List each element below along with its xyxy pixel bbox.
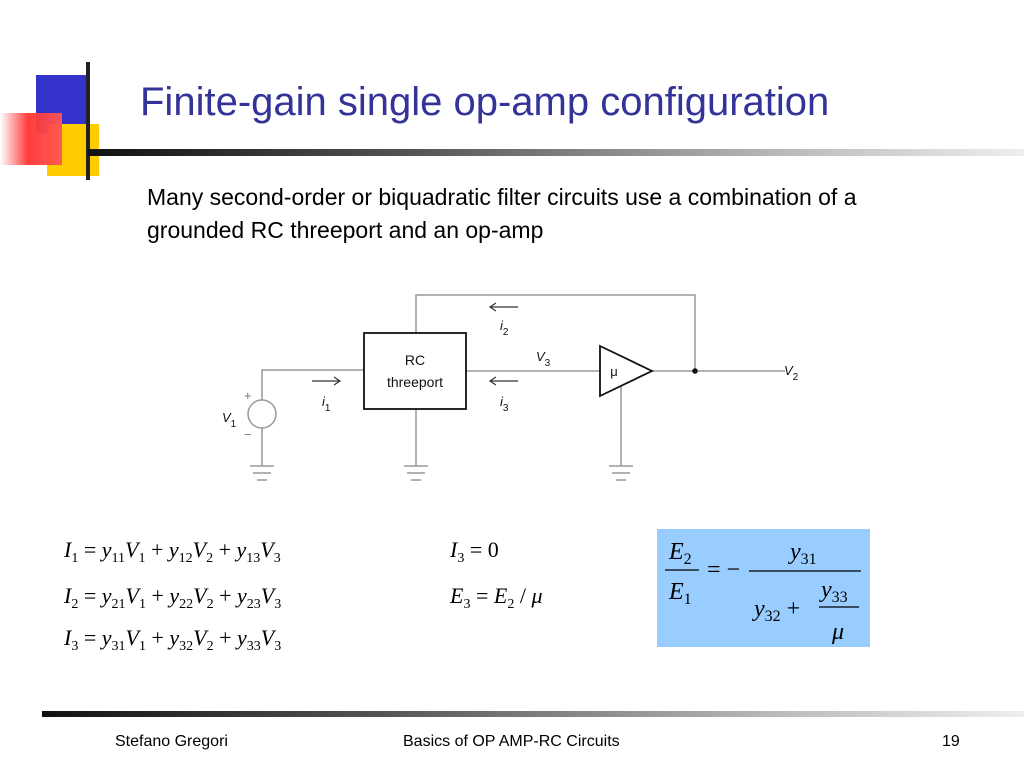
equation-i2: I2 = y21V1 + y22V2 + y23V3 — [64, 583, 282, 612]
footer-page-number: 19 — [942, 733, 960, 750]
i1-label: i — [322, 394, 326, 409]
footer-author: Stefano Gregori — [115, 733, 228, 750]
v2-sub: 2 — [793, 372, 799, 383]
title-underline — [88, 149, 1024, 156]
equation-i1: I1 = y11V1 + y12V2 + y13V3 — [64, 537, 281, 566]
source-minus-sign: − — [244, 427, 252, 442]
block-label-line1: RC — [405, 352, 425, 368]
svg-text:y31: y31 — [788, 539, 817, 568]
ground-symbols — [250, 465, 633, 481]
block-label-line2: threeport — [387, 374, 443, 390]
v3-label: V — [536, 349, 546, 364]
rc-threeport-block — [363, 332, 467, 410]
svg-text:μ: μ — [831, 619, 844, 645]
svg-text:i2: i2 — [500, 318, 509, 338]
i2-sub: 2 — [503, 327, 509, 338]
svg-text:E1: E1 — [668, 579, 692, 608]
svg-text:y33: y33 — [819, 577, 848, 606]
equation-e3: E3 = E2 / μ — [450, 583, 543, 612]
footer-rule — [42, 711, 1024, 717]
v1-sub: 1 — [231, 419, 237, 430]
svg-text:V2: V2 — [784, 363, 799, 383]
equation-i3-zero: I3 = 0 — [450, 537, 499, 566]
svg-text:y32 +: y32 + — [752, 596, 800, 625]
svg-text:i1: i1 — [322, 394, 331, 414]
i3-sub: 3 — [503, 403, 509, 414]
equation-i3: I3 = y31V1 + y32V2 + y33V3 — [64, 625, 282, 654]
slide-title: Finite-gain single op-amp configuration — [140, 80, 830, 124]
svg-text:E2: E2 — [668, 539, 692, 568]
output-node — [692, 368, 698, 374]
voltage-source — [247, 399, 277, 429]
result-formula-box: E2 E1 = − y31 y33 y32 + μ — [657, 529, 870, 647]
svg-text:= −: = − — [707, 557, 740, 583]
amp-gain-label: μ — [610, 364, 618, 379]
v3-sub: 3 — [545, 358, 551, 369]
result-formula: E2 E1 = − y31 y33 y32 + μ — [665, 539, 861, 645]
svg-text:i3: i3 — [500, 394, 509, 414]
source-plus-sign: + — [244, 388, 252, 403]
v1-label: V — [222, 410, 232, 425]
svg-text:V3: V3 — [536, 349, 551, 369]
current-arrows — [312, 302, 518, 386]
footer-course-title: Basics of OP AMP-RC Circuits — [403, 733, 620, 750]
slide-subtitle: Many second-order or biquadratic filter … — [147, 184, 857, 243]
i2-label: i — [500, 318, 504, 333]
svg-text:V1: V1 — [222, 410, 237, 430]
amplifier-triangle — [599, 344, 655, 398]
deco-vertical-line — [86, 62, 90, 180]
deco-red-square — [0, 113, 62, 165]
i1-sub: 1 — [325, 403, 331, 414]
i3-label: i — [500, 394, 504, 409]
v2-label: V — [784, 363, 794, 378]
